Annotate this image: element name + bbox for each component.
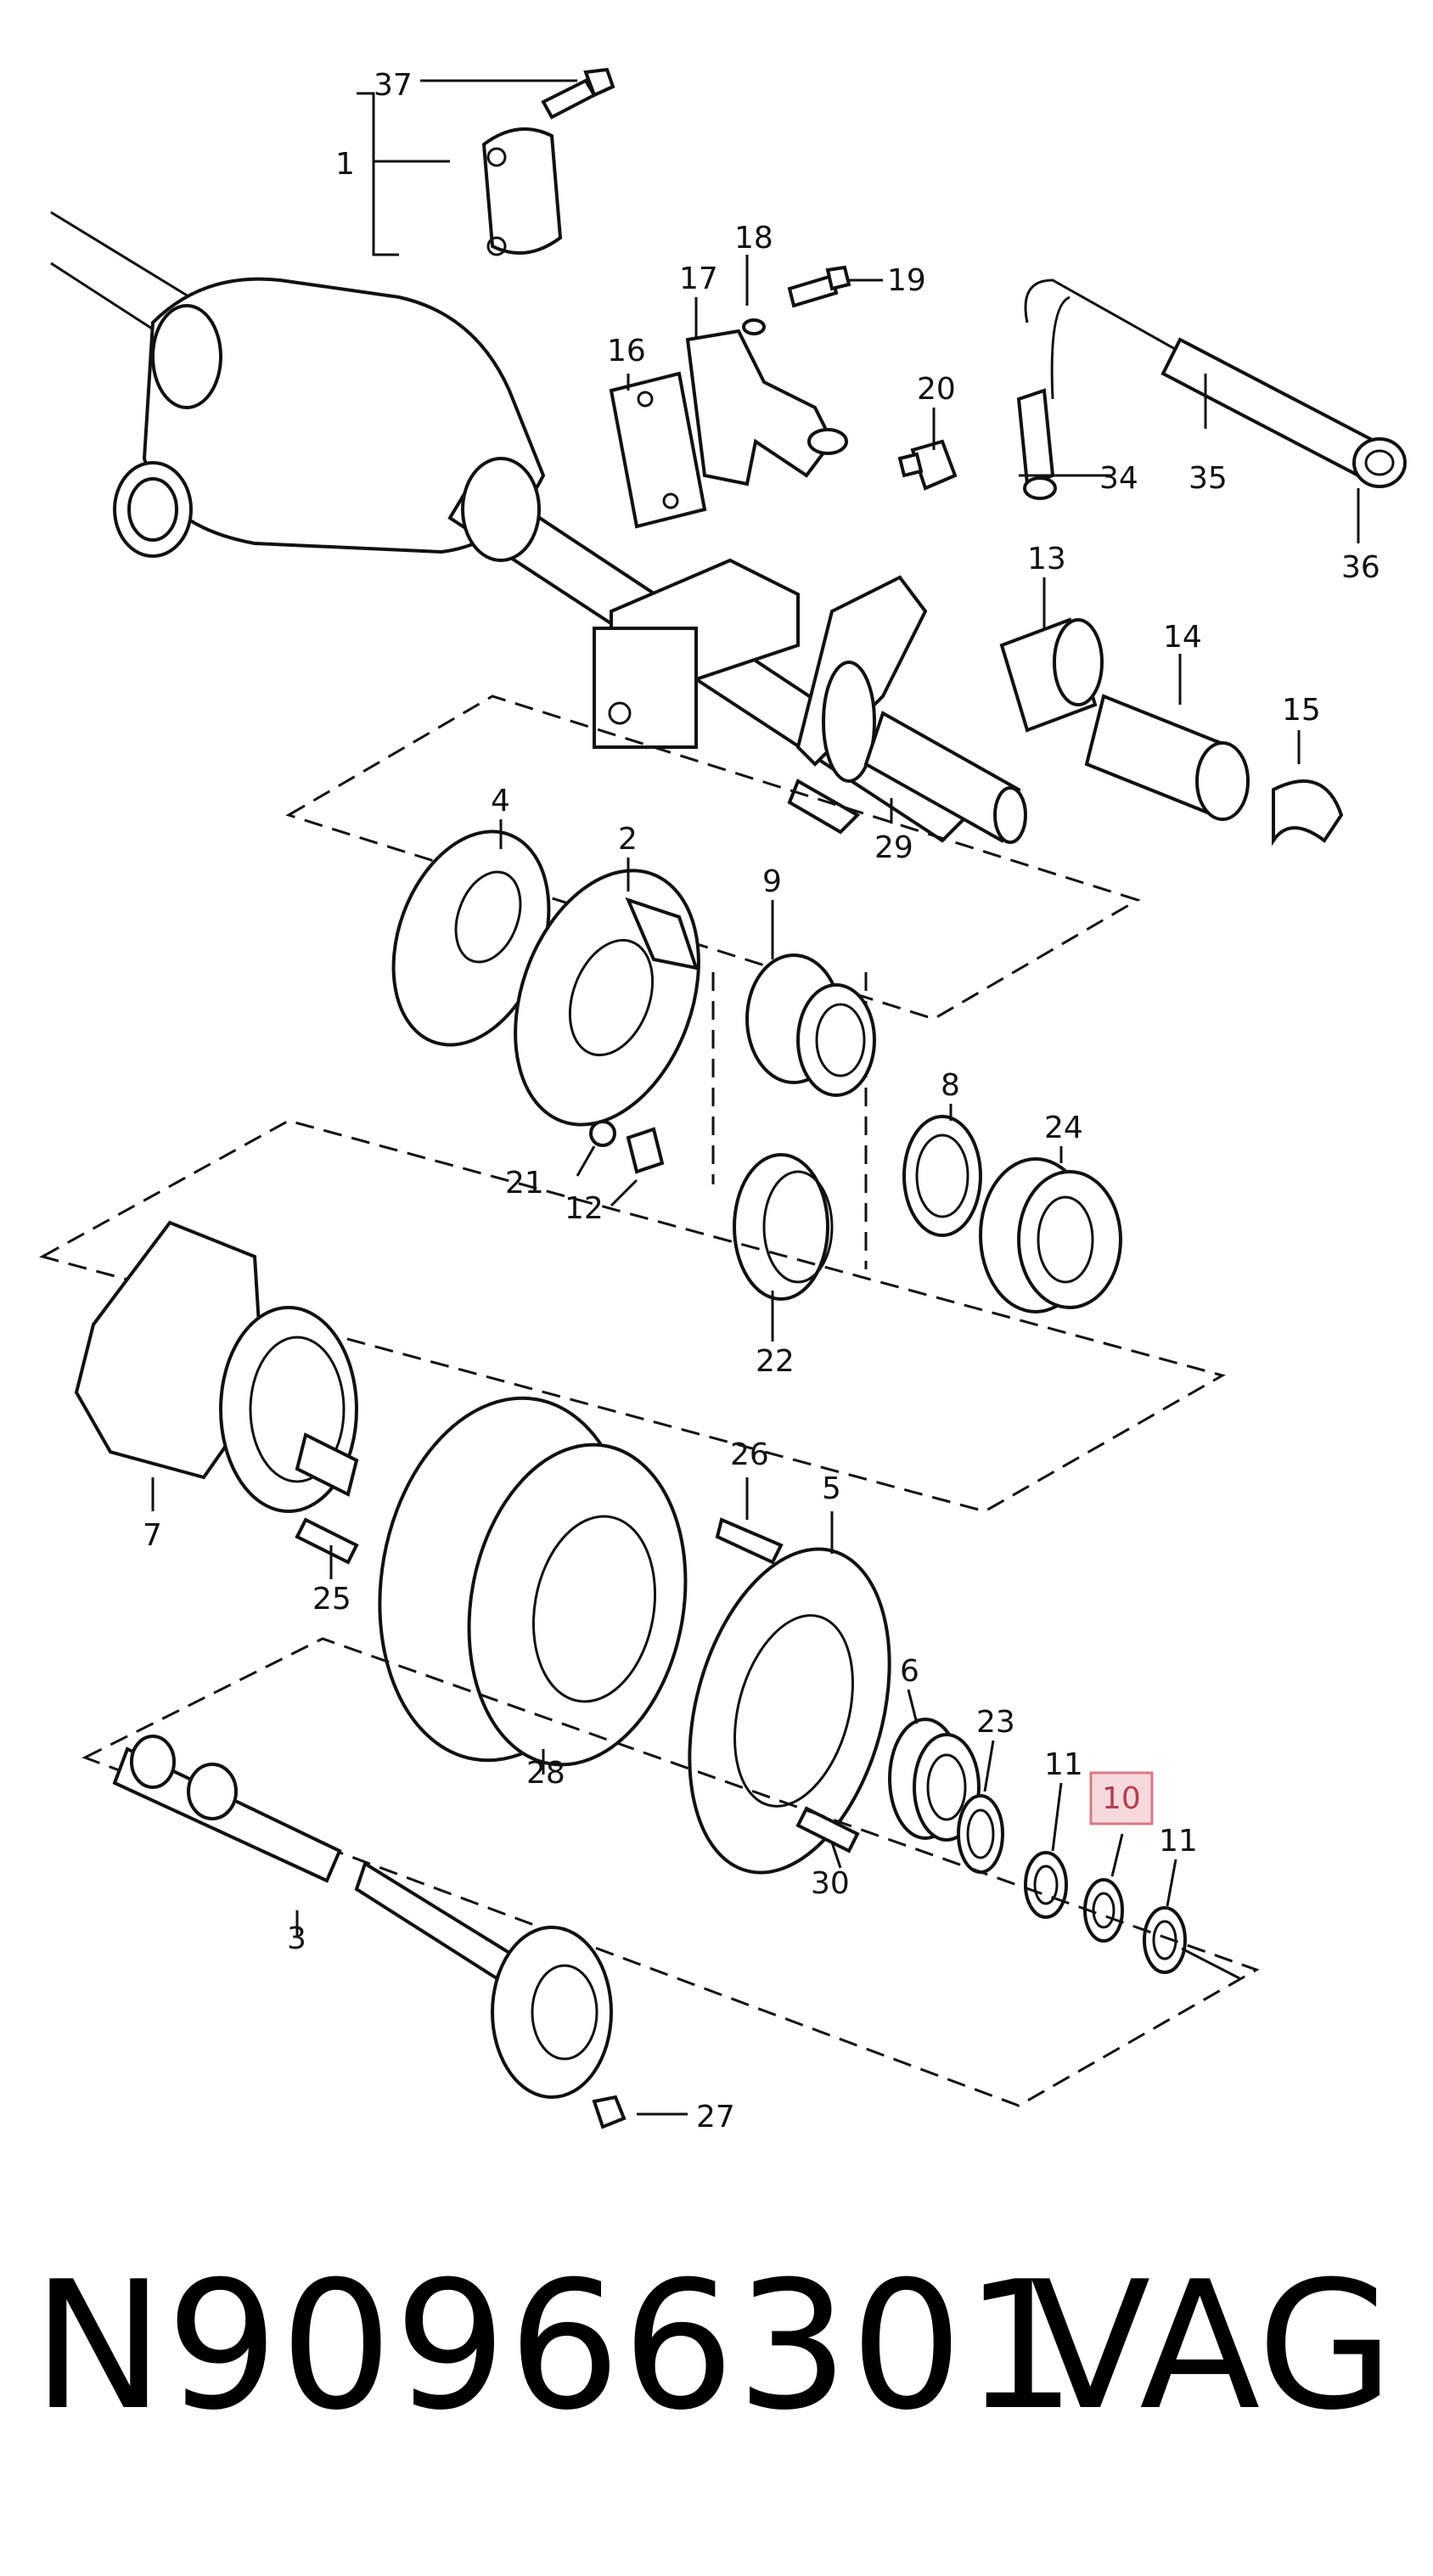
callout-11-left: 11 [1044, 1747, 1083, 1782]
callout-25: 25 [312, 1582, 351, 1617]
dashed-group-lower [81, 1637, 1260, 2107]
brake-drum [295, 1396, 688, 1767]
callout-24: 24 [1044, 1111, 1083, 1145]
callout-3: 3 [287, 1921, 306, 1956]
callout-8: 8 [941, 1068, 960, 1103]
callout-labels: 37 1 18 17 19 16 20 34 35 36 13 14 15 29… [143, 68, 1380, 2134]
callout-27: 27 [696, 2100, 735, 2134]
callout-12: 12 [565, 1191, 604, 1226]
dashed-group-upper [285, 695, 1141, 1021]
callout-26: 26 [730, 1437, 769, 1472]
callout-17: 17 [679, 262, 718, 296]
callout-37: 37 [374, 68, 413, 103]
highlighted-callout-box [1089, 1771, 1154, 1825]
axle-housing [50, 211, 1027, 844]
callout-18: 18 [734, 221, 773, 256]
callout-28: 28 [526, 1756, 565, 1791]
part-number: N90966301 [32, 2244, 1079, 2449]
brand-name: VAG [1030, 2244, 1394, 2449]
upper-small-parts [481, 67, 1407, 529]
callout-11-right: 11 [1159, 1824, 1198, 1859]
callout-34: 34 [1099, 461, 1138, 496]
callout-4: 4 [491, 784, 510, 818]
wheel-hub [74, 1220, 359, 1513]
callout-5: 5 [822, 1471, 841, 1506]
callout-6: 6 [900, 1654, 919, 1689]
callout-29: 29 [874, 830, 913, 865]
callout-21: 21 [505, 1166, 544, 1201]
callout-35: 35 [1189, 461, 1228, 496]
callout-2: 2 [618, 822, 638, 857]
hub-flange [688, 1517, 1004, 1875]
bearing-set-upper [589, 953, 1122, 1313]
callout-16: 16 [607, 334, 646, 368]
right-hub-parts [999, 617, 1344, 846]
callout-30: 30 [811, 1866, 850, 1901]
lock-rings [1024, 1851, 1240, 1980]
dashed-group-middle [39, 1119, 1226, 1513]
callout-7: 7 [143, 1518, 162, 1553]
callout-15: 15 [1282, 693, 1321, 728]
callout-9: 9 [762, 864, 782, 899]
backing-plates [391, 830, 700, 1127]
callout-36: 36 [1341, 550, 1380, 585]
callout-13: 13 [1027, 542, 1066, 577]
exploded-parts-diagram: 37 1 18 17 19 16 20 34 35 36 13 14 15 29… [39, 67, 1407, 2134]
callout-20: 20 [917, 372, 956, 407]
callout-10-highlighted: 10 [1102, 1781, 1141, 1816]
callout-19: 19 [887, 263, 926, 298]
callout-1: 1 [335, 147, 355, 182]
callout-22: 22 [756, 1344, 795, 1379]
callout-23: 23 [976, 1705, 1015, 1740]
axle-shaft [112, 1735, 627, 2129]
leader-lines [151, 79, 1360, 2116]
callout-14: 14 [1163, 620, 1202, 655]
